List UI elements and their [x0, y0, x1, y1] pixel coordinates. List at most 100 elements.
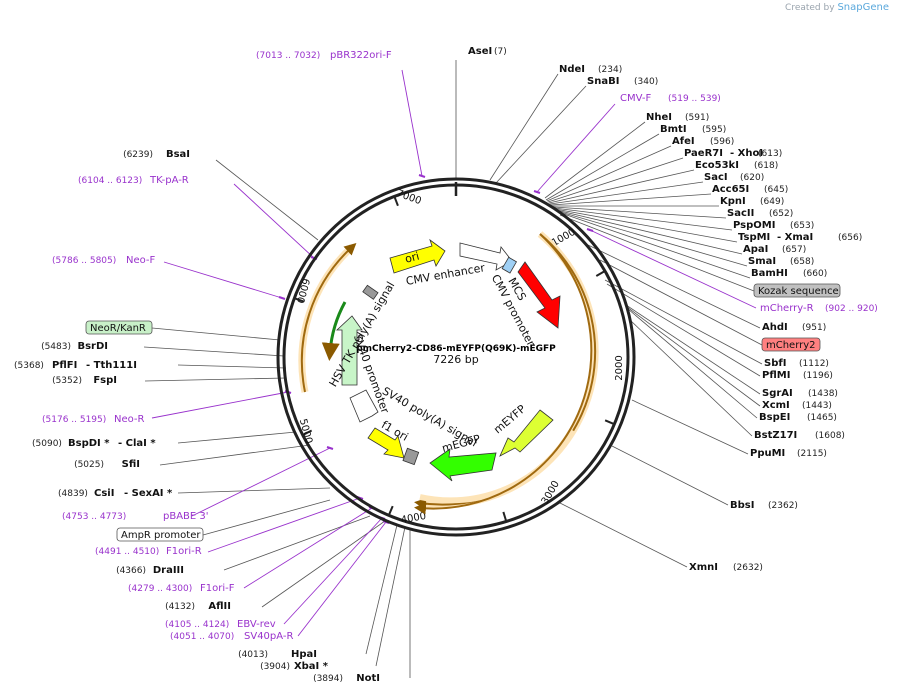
leader-snabi	[495, 85, 587, 184]
feature-leader-neor-kanr	[151, 327, 281, 341]
primer-cmv-f-pos: (519 .. 539)	[668, 94, 721, 104]
primer-neo-f-pos: (5786 .. 5805)	[52, 256, 116, 266]
enzyme-ppumi-pos: (2115)	[797, 449, 827, 459]
primer-tk-pa-r-pos: (6104 .. 6123)	[78, 176, 142, 186]
tick-7000	[393, 196, 399, 207]
enzyme-sfii-pos: (5025)	[74, 460, 104, 470]
enzyme-sbfi-pos: (1112)	[799, 359, 829, 369]
tick-5000	[302, 429, 313, 436]
leader-xmni	[557, 501, 688, 568]
sv40-promoter-feature	[349, 389, 379, 423]
enzyme-tspmi-pos: (656)	[838, 233, 862, 243]
enzyme-xmni: XmnI	[689, 562, 718, 573]
leader-bspdi	[177, 431, 297, 444]
enzyme-bspei: BspEI	[759, 412, 790, 423]
leader-bbsi	[611, 445, 729, 506]
leader-ppumi	[631, 399, 749, 455]
enzyme-sgrai-pos: (1438)	[808, 389, 838, 399]
enzyme-apai: ApaI	[743, 244, 768, 255]
enzyme-sacii: SacII	[727, 208, 754, 219]
primer-leader-cmv-f	[536, 103, 616, 193]
primer-mcherry-r: mCherry-R	[760, 303, 814, 314]
enzyme-ndei: NdeI	[559, 64, 585, 75]
enzyme-ppumi: PpuMI	[750, 448, 785, 459]
leader-bspei	[627, 308, 758, 419]
enzyme-bspdi: BspDI *	[68, 438, 110, 449]
primer-cmv-f: CMV-F	[620, 93, 651, 104]
enzyme-bsai-pos: (6239)	[123, 150, 153, 160]
enzyme-paer7i: PaeR7I	[684, 148, 723, 159]
leader-ndei	[489, 73, 559, 181]
primer-leader-tk-pa-r	[233, 183, 315, 259]
leader-pflfi	[177, 364, 287, 369]
leader-sbfi	[604, 279, 763, 365]
enzyme-smai: SmaI	[748, 256, 776, 267]
plasmid-size: 7226 bp	[433, 353, 478, 366]
enzyme-bmti-pos: (595)	[702, 125, 726, 135]
enzyme-bamhi: BamHI	[751, 268, 788, 279]
orf-arc-left-line	[300, 242, 357, 393]
meyfp-feature	[499, 409, 554, 457]
feature-neor-kanr: NeoR/KanR	[90, 323, 146, 334]
orf-arc-neo	[321, 301, 347, 361]
leader-paer7i	[547, 157, 684, 203]
leader-acc65i	[550, 193, 712, 206]
leader-lines	[143, 60, 763, 678]
neo-feature	[335, 315, 363, 386]
enzyme-pspomi: PspOMI	[733, 220, 775, 231]
enzyme-bsai: BsaI	[166, 149, 190, 160]
orf-arc-second	[419, 428, 575, 504]
primer-pbabe-3-pos: (4753 .. 4773)	[62, 512, 126, 522]
enzyme-csii-pair: - SexAI *	[124, 488, 173, 499]
enzyme-bbsi: BbsI	[730, 500, 754, 511]
enzyme-asei-pos: (7)	[494, 47, 507, 57]
tick-3000	[502, 511, 508, 522]
tick-1000	[595, 270, 606, 277]
enzyme-sacii-pos: (652)	[769, 209, 793, 219]
enzyme-noti: NotI	[356, 673, 380, 684]
primer-mark-mcherry-r	[586, 228, 594, 232]
leader-pspomi	[553, 207, 733, 231]
enzyme-pflmi-pos: (1196)	[803, 371, 833, 381]
leader-bamhi	[557, 211, 751, 279]
backbone-outer	[276, 177, 636, 537]
enzyme-bsrdi: BsrDI	[77, 341, 108, 352]
labels: AseI(7)NdeI(234)SnaBI(340)NheI(591)BmtI(…	[14, 46, 878, 684]
enzyme-pflfi-pos: (5368)	[14, 361, 44, 371]
enzyme-pflmi: PflMI	[762, 370, 790, 381]
enzyme-smai-pos: (658)	[790, 257, 814, 267]
leader-aflii	[261, 520, 386, 608]
enzyme-paer7i-pos: (613)	[758, 149, 782, 159]
enzyme-sgrai: SgrAI	[762, 388, 793, 399]
leader-bmti	[545, 133, 660, 201]
snapgene-credit: Created by SnapGene	[785, 2, 889, 13]
primer-mark-pbr322ori-f	[418, 174, 426, 178]
leader-sgrai	[625, 304, 761, 395]
primer-pbabe-3: pBABE 3'	[163, 511, 209, 522]
leader-draiii	[223, 515, 371, 571]
plasmid-name: pmCherry2-CD86-mEYFP(Q69K)-mEGFP	[356, 344, 556, 354]
primer-f1ori-r: F1ori-R	[166, 546, 202, 557]
leader-apai	[555, 209, 743, 255]
enzyme-xcmi-pos: (1443)	[802, 401, 832, 411]
leader-bstz17i	[629, 319, 753, 437]
tick-4000	[387, 505, 394, 516]
hsv-tk-box	[362, 284, 379, 300]
primer-mcherry-r-pos: (902 .. 920)	[825, 304, 878, 314]
enzyme-bsrdi-pos: (5483)	[41, 342, 71, 352]
primer-leader-f1ori-r	[207, 497, 361, 553]
snapgene-brand: SnapGene	[837, 2, 889, 13]
primer-neo-f: Neo-F	[126, 255, 156, 266]
feature-box-ampr-promoter	[116, 527, 204, 542]
primer-leader-sv40pa-r	[297, 521, 387, 637]
leader-sacii	[552, 206, 727, 219]
enzyme-kpni-pos: (649)	[760, 197, 784, 207]
enzyme-afei: AfeI	[672, 136, 695, 147]
enzyme-bmti: BmtI	[660, 124, 687, 135]
tick-6000	[294, 297, 305, 303]
enzyme-csii: CsiI	[94, 488, 114, 499]
enzyme-afei-pos: (596)	[710, 137, 734, 147]
enzyme-bspdi-pair: - ClaI *	[118, 438, 156, 449]
primer-mark-cmv-f	[533, 190, 541, 194]
leader-bsrdi	[143, 346, 285, 357]
